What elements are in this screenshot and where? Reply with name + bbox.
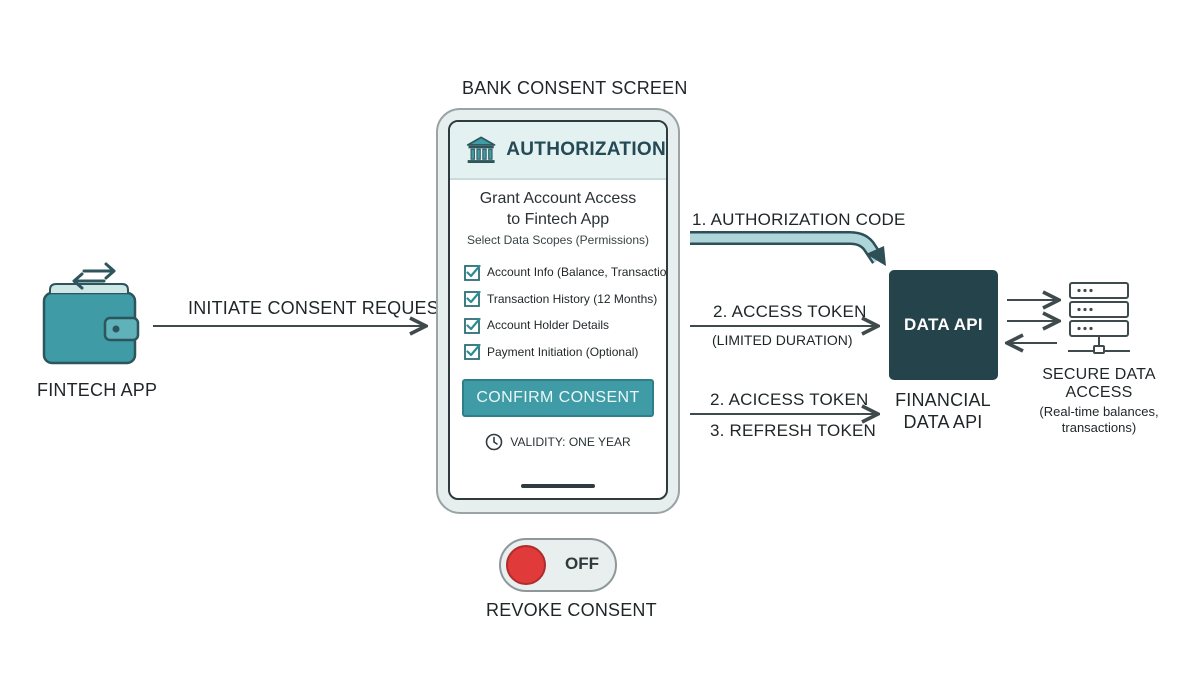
permission-item-account-info[interactable]: Account Info (Balance, Transactions) (464, 259, 666, 286)
scopes-subtitle: Select Data Scopes (Permissions) (466, 233, 650, 247)
toggle-knob[interactable] (506, 545, 546, 585)
permission-label: Account Info (Balance, Transactions) (487, 265, 668, 280)
secure-data-access-sub-2: transactions) (1061, 420, 1137, 435)
confirm-consent-button[interactable]: CONFIRM CONSENT (462, 379, 654, 417)
consent-screen: AUTHORIZATION Grant Account Access to Fi… (448, 120, 668, 500)
refresh-token-label: 3. REFRESH TOKEN (710, 421, 877, 440)
revoke-consent-toggle[interactable]: OFF (499, 538, 617, 592)
permission-label: Transaction History (12 Months) (487, 291, 658, 306)
grant-access-heading: Grant Account Access to Fintech App (450, 188, 666, 230)
permission-list: Account Info (Balance, Transactions) Tra… (450, 259, 666, 365)
bank-icon (466, 136, 496, 164)
checkbox-checked-icon[interactable] (464, 264, 481, 281)
server-icon (1068, 282, 1130, 354)
permission-item-payment-initiation[interactable]: Payment Initiation (Optional) (464, 339, 666, 366)
secure-data-access-sub-1: (Real-time balances, (1039, 404, 1159, 419)
bank-consent-screen-caption: BANK CONSENT SCREEN (462, 78, 688, 98)
checkbox-checked-icon[interactable] (464, 317, 481, 334)
auth-code-arrow (690, 231, 886, 266)
home-indicator (521, 484, 595, 488)
limited-duration-label: (LIMITED DURATION) (712, 332, 853, 348)
access-token-2-label: 2. ACICESS TOKEN (710, 390, 869, 409)
permission-label: Account Holder Details (487, 318, 610, 333)
financial-caption-line-1: FINANCIAL (895, 390, 991, 410)
data-api-box: DATA API (889, 270, 998, 380)
financial-data-api-caption: FINANCIAL DATA API (890, 389, 996, 433)
permission-label: Payment Initiation (Optional) (487, 344, 639, 359)
validity-info: VALIDITY: ONE YEAR (450, 433, 666, 451)
auth-code-label: 1. AUTHORIZATION CODE (692, 210, 906, 229)
wallet-icon (42, 262, 140, 365)
grant-line-1: Grant Account Access (479, 190, 637, 207)
permission-item-account-holder[interactable]: Account Holder Details (464, 312, 666, 339)
fintech-app-label: FINTECH APP (37, 380, 158, 400)
financial-caption-line-2: DATA API (903, 412, 983, 432)
permission-item-transaction-history[interactable]: Transaction History (12 Months) (464, 286, 666, 313)
clock-icon (486, 433, 503, 451)
toggle-state-text: OFF (565, 554, 599, 573)
revoke-consent-label: REVOKE CONSENT (486, 600, 657, 620)
checkbox-checked-icon[interactable] (464, 290, 481, 308)
secure-data-access-block: SECURE DATA ACCESS (Real-time balances, … (1010, 366, 1188, 436)
validity-text: VALIDITY: ONE YEAR (510, 435, 631, 449)
phone-frame: AUTHORIZATION Grant Account Access to Fi… (436, 108, 680, 514)
checkbox-checked-icon[interactable] (464, 343, 481, 361)
authorization-title: AUTHORIZATION (506, 139, 666, 160)
secure-data-access-title: SECURE DATA ACCESS (1042, 366, 1156, 401)
authorization-header: AUTHORIZATION (450, 122, 666, 180)
access-token-label: 2. ACCESS TOKEN (713, 302, 867, 321)
initiate-consent-label: INITIATE CONSENT REQUEST (188, 298, 451, 318)
grant-line-2: to Fintech App (506, 211, 610, 228)
